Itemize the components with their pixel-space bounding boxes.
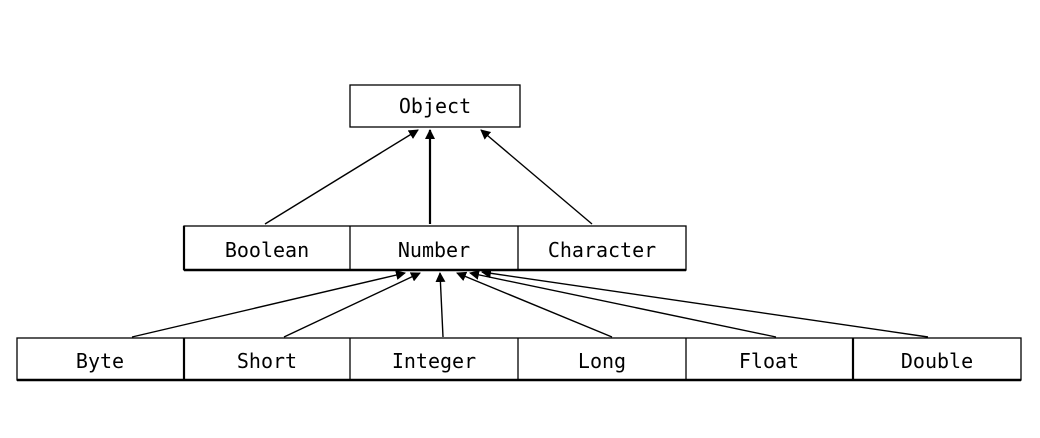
- node-object: Object: [349, 84, 521, 128]
- edge-boolean-to-object: [264, 129, 419, 225]
- edge-short-to-number: [283, 272, 421, 338]
- node-float-label: Float: [739, 349, 799, 373]
- node-double-label: Double: [901, 349, 973, 373]
- node-short-label: Short: [237, 349, 297, 373]
- edges: [131, 129, 929, 338]
- edge-byte-to-number: [131, 270, 406, 338]
- node-object-label: Object: [399, 94, 471, 118]
- row-bottom: Byte Short Integer Long Float Double: [16, 337, 1022, 382]
- node-long-label: Long: [578, 349, 626, 373]
- node-character-label: Character: [548, 238, 656, 262]
- edge-character-to-object: [480, 129, 593, 225]
- edge-long-to-number: [456, 271, 613, 338]
- edge-float-to-number: [469, 269, 777, 338]
- node-boolean-label: Boolean: [225, 238, 309, 262]
- edge-integer-to-number: [435, 272, 446, 338]
- edge-double-to-number: [481, 268, 929, 338]
- row-middle: Boolean Number Character: [182, 225, 687, 272]
- node-integer-label: Integer: [392, 349, 476, 373]
- node-byte-label: Byte: [76, 349, 124, 373]
- node-number-label: Number: [398, 238, 470, 262]
